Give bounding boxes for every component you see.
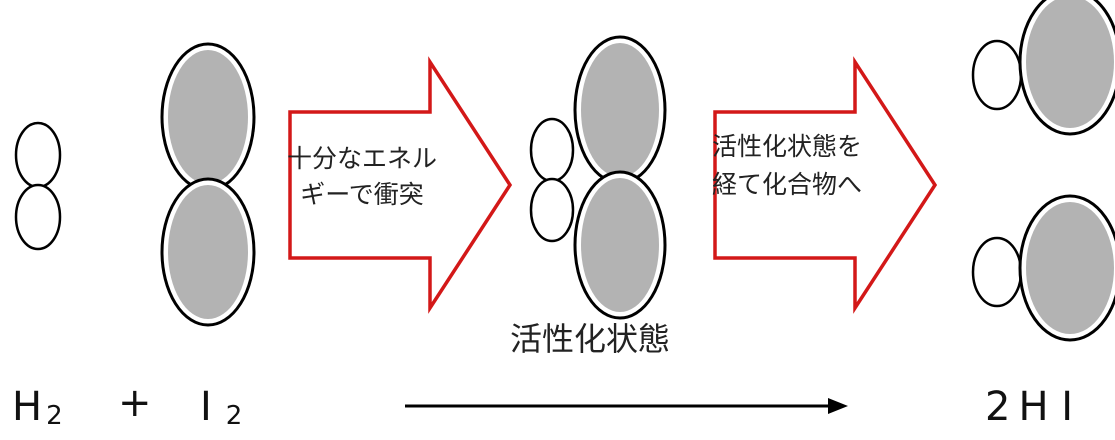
big-arrow-shape — [288, 56, 513, 314]
h2-molecule — [14, 121, 62, 251]
collision-arrow-text-line2: ギーで衝突 — [300, 180, 424, 209]
hydrogen-atom — [971, 236, 1023, 308]
activated-state-label: 活性化状態 — [510, 320, 670, 358]
collision-arrow: 十分なエネル ギーで衝突 — [287, 56, 513, 314]
hydrogen-atom — [529, 177, 575, 243]
reaction-arrow: 活性化状態を 経て化合物へ — [712, 56, 938, 314]
i2-symbol: I — [200, 384, 212, 430]
iodine-atom — [573, 35, 667, 185]
plus-sign: + — [118, 380, 152, 426]
reaction-arrow-text-line1: 活性化状態を — [712, 132, 862, 161]
hydrogen-atom — [529, 117, 575, 183]
iodine-atom — [160, 42, 256, 192]
reaction-arrow-text-line2: 経て化合物へ — [712, 170, 862, 199]
product-formula: H I — [1018, 384, 1073, 430]
hi-molecule — [971, 0, 1115, 136]
hydrogen-atom — [14, 183, 62, 251]
i2-subscript: 2 — [226, 401, 243, 431]
activated-complex — [529, 35, 667, 320]
i2-molecule — [160, 42, 256, 327]
product-coefficient: 2 — [985, 384, 1010, 430]
iodine-atom — [1018, 194, 1115, 342]
collision-arrow-text-line1: 十分なエネル — [287, 144, 437, 173]
hydrogen-atom — [971, 39, 1023, 111]
equation-arrow — [405, 398, 848, 414]
iodine-atom — [573, 170, 667, 320]
h2-subscript: 2 — [46, 401, 63, 431]
hydrogen-atom — [14, 121, 62, 189]
iodine-atom — [160, 177, 256, 327]
iodine-atom — [1018, 0, 1115, 136]
hi-molecule — [971, 194, 1115, 342]
big-arrow-shape — [713, 56, 938, 314]
h2-symbol: H — [12, 384, 42, 430]
